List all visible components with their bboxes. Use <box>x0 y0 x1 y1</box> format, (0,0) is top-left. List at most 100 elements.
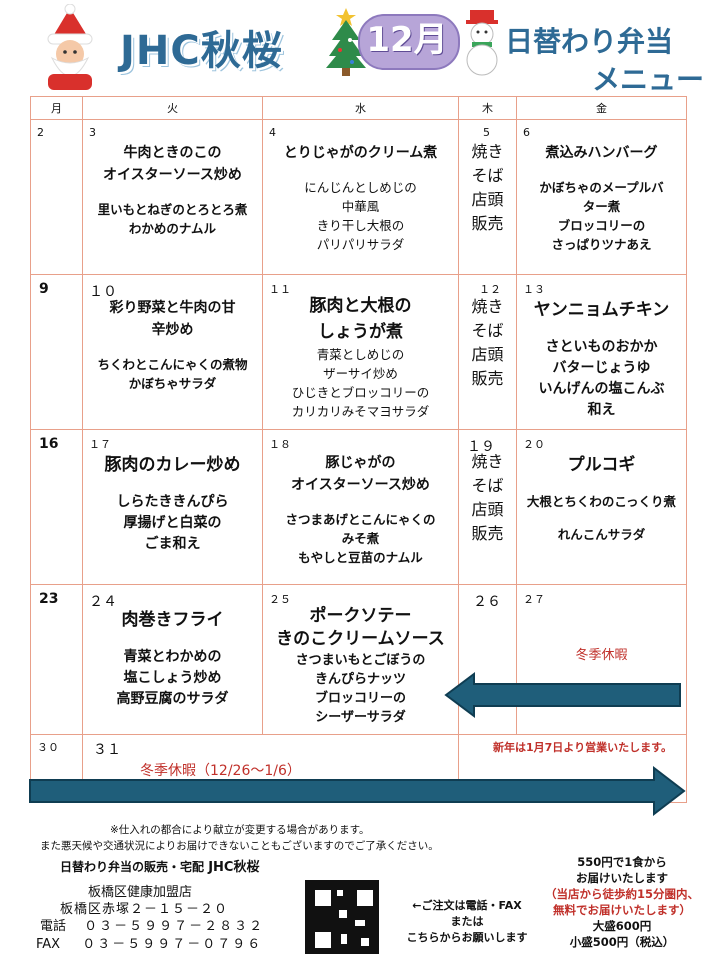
side-dish: ター煮 <box>582 199 621 214</box>
date-number: 23 <box>39 591 59 607</box>
side-dish: 中華風 <box>341 199 380 214</box>
holiday-range-label: 冬季休暇（12/26～1/6） <box>140 763 301 779</box>
fax-number: ０３－５９９７－０７９６ <box>82 937 263 952</box>
date-number: ２０ <box>523 438 545 451</box>
weekday-tue: 火 <box>82 96 263 120</box>
side-dish: しらたききんぴら <box>116 494 229 510</box>
day-cell: １７ 豚肉のカレー炒め しらたききんぴら 厚揚げと白菜の ごま和え <box>82 429 263 585</box>
order-info: ←ご注文は電話・FAX または こちらからお願いします <box>402 898 532 946</box>
side-dish: きり干し大根の <box>316 218 405 233</box>
day-cell: １９ 焼き そば 店頭 販売 <box>458 429 517 585</box>
yakisoba-note: 販売 <box>471 369 504 388</box>
day-cell: １１ 豚肉と大根の しょうが煮 青菜としめじの ザーサイ炒め ひじきとブロッコリ… <box>262 274 459 430</box>
side-dish: みそ煮 <box>341 531 380 546</box>
side-dish: カリカリみそマヨサラダ <box>291 404 430 419</box>
side-dish: ちくわとこんにゃくの煮物 <box>97 357 248 372</box>
tel-number[interactable]: ０３－５９９７－２８３２ <box>84 919 265 934</box>
yakisoba-note: 焼き <box>471 452 504 471</box>
weekday-wed: 水 <box>262 96 459 120</box>
delivery-area-note: （当店から徒歩約15分圏内、 <box>544 887 699 901</box>
service-line: 日替わり弁当の販売・宅配 JHC秋桜 <box>60 856 259 875</box>
date-number: 3 <box>89 126 96 139</box>
date-number: ３０ <box>37 741 59 754</box>
date-number: 4 <box>269 126 276 139</box>
month-badge <box>358 14 460 70</box>
delivery-area-note: 無料でお届けいたします） <box>553 903 691 917</box>
arrow-right-icon <box>29 766 686 816</box>
side-dish: 大根とちくわのこっくり煮 <box>526 494 677 509</box>
side-dish: シーザーサラダ <box>315 710 406 725</box>
snowman-icon <box>466 10 498 76</box>
side-dish: さといものおかか <box>545 339 658 355</box>
menu-subtitle-2: メニュー <box>592 63 705 96</box>
yakisoba-note: そば <box>471 476 504 495</box>
day-cell: ２０ プルコギ 大根とちくわのこっくり煮 れんこんサラダ <box>516 429 687 585</box>
qr-code[interactable] <box>305 880 379 954</box>
main-dish: 煮込みハンバーグ <box>545 145 658 161</box>
side-dish: さつまいもとごぼうの <box>295 653 426 668</box>
side-dish: 里いもとねぎのとろとろ煮 <box>97 202 248 217</box>
side-dish: 厚揚げと白菜の <box>123 515 222 531</box>
page-title: JHC秋桜 <box>120 28 283 74</box>
main-dish: 彩り野菜と牛肉の甘 <box>109 300 236 316</box>
side-dish: わかめのナムル <box>128 221 217 236</box>
side-dish: きんぴらナッツ <box>314 672 406 687</box>
day-cell: 16 <box>30 429 83 585</box>
holiday-label: 冬季休暇 <box>575 648 628 663</box>
side-dish: ザーサイ炒め <box>323 366 398 381</box>
side-dish: さつまあげとこんにゃくの <box>285 512 436 527</box>
day-cell: ２５ ポークソテー きのこクリームソース さつまいもとごぼうの きんぴらナッツ … <box>262 584 459 735</box>
main-dish: とりじゃがのクリーム煮 <box>283 145 438 161</box>
date-number: ２５ <box>269 593 291 606</box>
price-line: 550円で1食から <box>577 855 667 869</box>
order-line: または <box>450 915 484 928</box>
day-cell: 2 <box>30 119 83 275</box>
main-dish: オイスターソース炒め <box>291 477 430 493</box>
santa-icon <box>47 4 93 90</box>
day-cell: １８ 豚じゃがの オイスターソース炒め さつまあげとこんにゃくの みそ煮 もやし… <box>262 429 459 585</box>
price-info: 550円で1食から お届けいたします （当店から徒歩約15分圏内、 無料でお届け… <box>532 854 712 950</box>
date-number: ２６ <box>473 594 501 610</box>
day-cell: 5 焼き そば 店頭 販売 <box>458 119 517 275</box>
shop-label: 板橋区健康加盟店 <box>88 885 193 900</box>
brand-name: JHC秋桜 <box>208 860 260 875</box>
weekday-header-row: 月 火 水 木 金 <box>30 96 687 120</box>
day-cell: 23 <box>30 584 83 735</box>
date-number: ２７ <box>523 593 545 606</box>
side-dish: ブロッコリーの <box>557 218 646 233</box>
menu-change-note: ※仕入れの都合により献立が変更する場合があります。 <box>110 824 370 836</box>
yakisoba-note: 店頭 <box>471 500 504 519</box>
yakisoba-note: 販売 <box>471 214 504 233</box>
weekday-thu: 木 <box>458 96 517 120</box>
side-dish: さっぱりツナあえ <box>551 237 652 252</box>
side-dish: かぼちゃサラダ <box>128 376 217 391</box>
side-dish: 青菜としめじの <box>316 347 405 362</box>
side-dish: 塩こしょう炒め <box>123 670 222 686</box>
day-cell: 3 牛肉ときのこの オイスターソース炒め 里いもとねぎのとろとろ煮 わかめのナム… <box>82 119 263 275</box>
price-large: 大盛600円 <box>592 919 652 933</box>
main-dish: 豚肉と大根の <box>309 296 412 316</box>
new-year-notice: 新年は1月7日より営業いたします。 <box>493 741 672 754</box>
date-number: 2 <box>37 126 44 139</box>
yakisoba-note: 店頭 <box>471 190 504 209</box>
side-dish: 青菜とわかめの <box>123 649 222 665</box>
day-cell: １３ ヤンニョムチキン さといものおかか バターじょうゆ いんげんの塩こんぶ 和… <box>516 274 687 430</box>
date-number: １９ <box>467 439 495 455</box>
main-dish: 豚肉のカレー炒め <box>104 455 241 475</box>
week-row: 9 １０ 彩り野菜と牛肉の甘 辛炒め ちくわとこんにゃくの煮物 かぼちゃサラダ … <box>30 274 687 430</box>
main-dish: ポークソテー <box>309 606 412 626</box>
side-dish: ごま和え <box>144 536 201 552</box>
week-row: 16 １７ 豚肉のカレー炒め しらたききんぴら 厚揚げと白菜の ごま和え １８ … <box>30 429 687 585</box>
weekday-mon: 月 <box>30 96 83 120</box>
day-cell: ２４ 肉巻きフライ 青菜とわかめの 塩こしょう炒め 高野豆腐のサラダ <box>82 584 263 735</box>
menu-calendar: 月 火 水 木 金 2 3 牛肉ときのこの オイスターソース炒め 里いもとねぎの… <box>30 96 687 803</box>
day-cell: １２ 焼き そば 店頭 販売 <box>458 274 517 430</box>
side-dish: ブロッコリーの <box>314 691 406 706</box>
date-number: ２４ <box>89 594 117 610</box>
date-number: １７ <box>89 438 111 451</box>
main-dish: プルコギ <box>567 455 636 475</box>
fax-line: FAX ０３－５９９７－０７９６ <box>36 936 262 953</box>
month-label: 12月 <box>366 20 448 60</box>
side-dish: いんげんの塩こんぶ <box>538 381 665 397</box>
main-dish: しょうが煮 <box>318 322 403 342</box>
